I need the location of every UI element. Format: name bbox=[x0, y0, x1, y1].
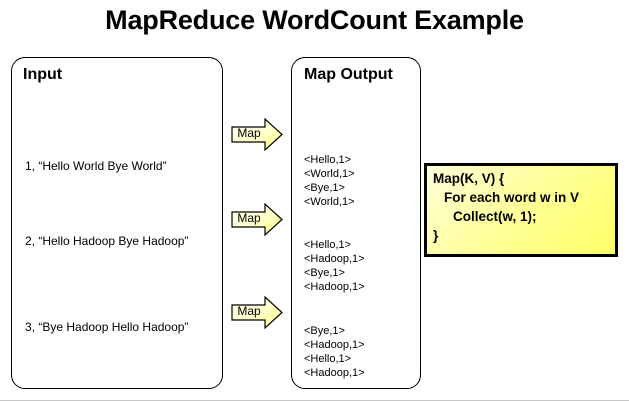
map-output-group-2: <Hello,1> <Hadoop,1> <Bye,1> <Hadoop,1> bbox=[304, 238, 365, 294]
map-output-pair: <Hello,1> bbox=[304, 353, 352, 365]
map-output-panel-title: Map Output bbox=[304, 66, 393, 83]
map-output-pair: <World,1> bbox=[304, 168, 355, 180]
map-output-pair: <Hello,1> bbox=[304, 239, 352, 251]
map-output-pair: <Hadoop,1> bbox=[304, 339, 365, 351]
input-panel: Input 1, “Hello World Bye World” 2, “Hel… bbox=[11, 57, 223, 389]
map-arrow-label: Map bbox=[237, 126, 261, 140]
right-arrow-icon bbox=[231, 296, 283, 329]
right-arrow-icon bbox=[231, 203, 283, 236]
input-record-2: 2, “Hello Hadoop Bye Hadoop” bbox=[25, 234, 189, 248]
map-output-pair: <Hadoop,1> bbox=[304, 367, 365, 379]
right-arrow-icon bbox=[231, 118, 283, 151]
map-output-pair: <Bye,1> bbox=[304, 267, 345, 279]
map-arrow-1: Map bbox=[231, 118, 283, 151]
map-output-panel: Map Output <Hello,1> <World,1> <Bye,1> <… bbox=[291, 57, 421, 389]
input-record-3: 3, “Bye Hadoop Hello Hadoop” bbox=[25, 320, 189, 334]
map-arrow-2: Map bbox=[231, 203, 283, 236]
map-output-pair: <Hadoop,1> bbox=[304, 253, 365, 265]
map-output-pair: <Hello,1> bbox=[304, 154, 352, 166]
code-line-signature: Map(K, V) { bbox=[433, 171, 505, 186]
map-output-pair: <World,1> bbox=[304, 196, 355, 208]
map-output-pair: <Bye,1> bbox=[304, 325, 345, 337]
code-line-foreach: For each word w in V bbox=[444, 190, 580, 205]
page-title: MapReduce WordCount Example bbox=[105, 5, 524, 35]
map-output-pair: <Hadoop,1> bbox=[304, 281, 365, 293]
map-arrow-label: Map bbox=[237, 211, 261, 225]
code-line-close-brace: } bbox=[433, 228, 439, 243]
code-line-collect: Collect(w, 1); bbox=[453, 209, 537, 224]
map-output-group-1: <Hello,1> <World,1> <Bye,1> <World,1> bbox=[304, 153, 355, 209]
input-record-1: 1, “Hello World Bye World” bbox=[25, 159, 167, 173]
map-arrow-label: Map bbox=[237, 304, 261, 318]
map-output-pair: <Bye,1> bbox=[304, 182, 345, 194]
map-function-callout: Map(K, V) { For each word w in V Collect… bbox=[424, 163, 618, 257]
map-arrow-3: Map bbox=[231, 296, 283, 329]
map-output-group-3: <Bye,1> <Hadoop,1> <Hello,1> <Hadoop,1> bbox=[304, 324, 365, 380]
input-panel-title: Input bbox=[23, 66, 63, 83]
